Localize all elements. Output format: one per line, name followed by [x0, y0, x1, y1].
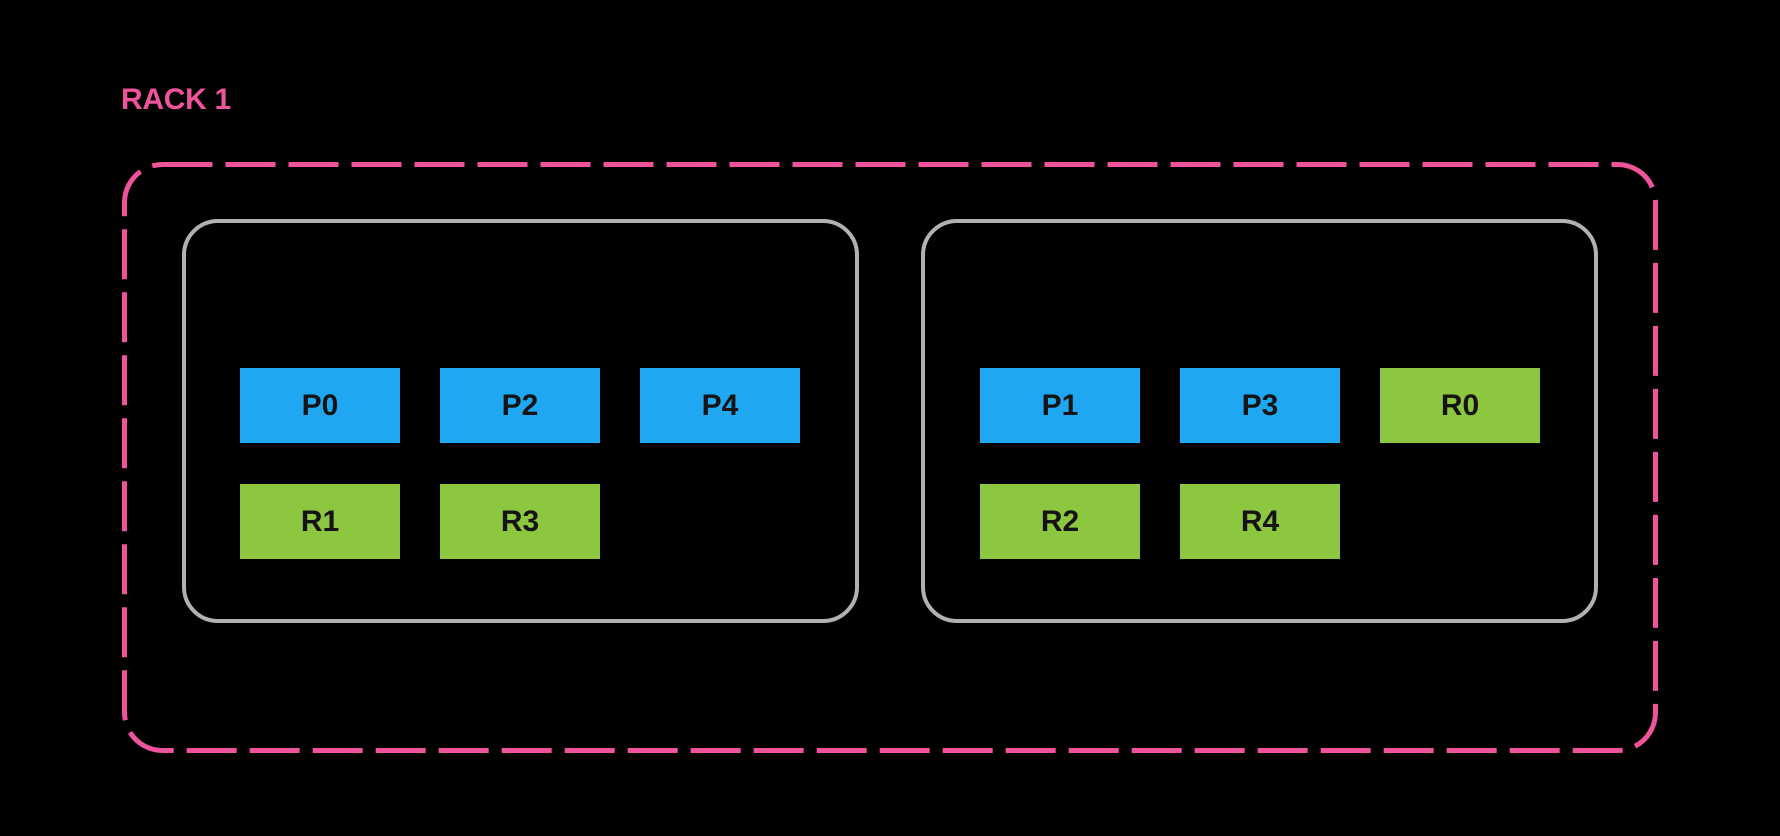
slot-p3: P3 — [1180, 368, 1340, 443]
node-left: P0 P2 P4 R1 R3 — [182, 219, 859, 623]
slot-r3: R3 — [440, 484, 600, 559]
slot-r1: R1 — [240, 484, 400, 559]
slot-r2: R2 — [980, 484, 1140, 559]
slot-r0: R0 — [1380, 368, 1540, 443]
slot-p1: P1 — [980, 368, 1140, 443]
node-right: P1 P3 R0 R2 R4 — [921, 219, 1598, 623]
slot-p0: P0 — [240, 368, 400, 443]
slot-p4: P4 — [640, 368, 800, 443]
slot-r4: R4 — [1180, 484, 1340, 559]
rack-title: RACK 1 — [121, 83, 231, 116]
slot-p2: P2 — [440, 368, 600, 443]
